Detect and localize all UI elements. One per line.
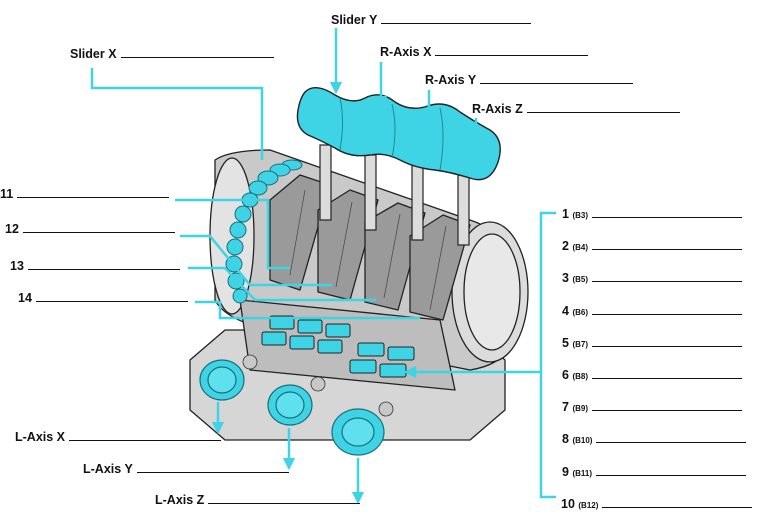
answer-line[interactable]: [592, 238, 742, 251]
answer-line[interactable]: [592, 270, 742, 283]
label-l-axis-z: L-Axis Z: [155, 492, 361, 507]
answer-line[interactable]: [381, 12, 532, 24]
answer-line[interactable]: [592, 335, 742, 347]
button-code: (B10): [572, 436, 593, 446]
button-number: 3: [562, 271, 569, 286]
label-slider-x: Slider X: [70, 46, 274, 61]
button-number: 4: [562, 303, 569, 318]
button-label-row: 6 (B8): [562, 367, 742, 384]
panel-buttons[interactable]: [261, 315, 415, 378]
slider-x-wheel[interactable]: [225, 159, 303, 304]
button-number: 1: [562, 207, 569, 221]
button-number: 7: [562, 400, 569, 415]
button-label-row: 3 (B5): [562, 270, 742, 287]
answer-line[interactable]: [435, 44, 589, 56]
button-number: 5: [562, 335, 569, 350]
button-label-row: 7 (B9): [562, 399, 742, 416]
button-code: (B7): [572, 339, 588, 349]
button-code: (B12): [578, 500, 599, 510]
button-label-row: 1 (B3): [562, 206, 742, 223]
label-l-axis-y: L-Axis Y: [83, 461, 289, 476]
label-slider-y: Slider Y: [331, 12, 532, 27]
button-code: (B11): [572, 468, 592, 478]
button-label-row: 4 (B6): [562, 303, 742, 320]
label-14: 14: [18, 290, 188, 305]
answer-line[interactable]: [592, 206, 742, 218]
label-r-axis-x: R-Axis X: [380, 44, 589, 59]
answer-line[interactable]: [17, 186, 170, 198]
button-label-row: 2 (B4): [562, 238, 742, 255]
button-number: 6: [562, 368, 569, 382]
answer-line[interactable]: [592, 367, 742, 379]
label-11: 11: [0, 186, 170, 201]
label-r-axis-y: R-Axis Y: [425, 72, 634, 87]
button-number: 9: [562, 464, 569, 479]
answer-line[interactable]: [526, 101, 680, 113]
answer-line[interactable]: [602, 496, 753, 508]
leader-lines: [90, 28, 556, 505]
slot-scales: [289, 189, 447, 311]
label-r-axis-z: R-Axis Z: [472, 101, 680, 116]
button-number: 2: [562, 239, 569, 254]
answer-line[interactable]: [69, 429, 222, 441]
label-13: 13: [10, 258, 180, 273]
answer-line[interactable]: [22, 221, 175, 233]
button-number: 10: [561, 496, 575, 511]
button-label-row: 8 (B10): [562, 431, 747, 448]
answer-line[interactable]: [596, 464, 746, 476]
button-code: (B6): [572, 307, 588, 317]
answer-line[interactable]: [592, 399, 742, 412]
answer-line[interactable]: [592, 303, 742, 315]
button-number: 8: [562, 432, 569, 447]
answer-line[interactable]: [208, 492, 361, 504]
label-12: 12: [5, 221, 175, 236]
answer-line[interactable]: [136, 461, 289, 473]
answer-line[interactable]: [120, 46, 274, 58]
button-label-row: 9 (B11): [562, 464, 746, 481]
button-label-row: 10 (B12): [561, 496, 753, 513]
l-axis-knobs[interactable]: [199, 359, 385, 456]
answer-line[interactable]: [35, 290, 188, 302]
label-l-axis-x: L-Axis X: [15, 429, 222, 444]
button-label-row: 5 (B7): [562, 335, 742, 352]
answer-line[interactable]: [596, 431, 747, 444]
answer-line[interactable]: [480, 72, 634, 84]
button-code: (B5): [572, 275, 588, 285]
button-code: (B4): [572, 243, 588, 253]
button-code: (B9): [572, 404, 588, 414]
button-code: (B8): [572, 372, 588, 381]
button-code: (B3): [572, 211, 588, 220]
answer-line[interactable]: [27, 258, 180, 270]
